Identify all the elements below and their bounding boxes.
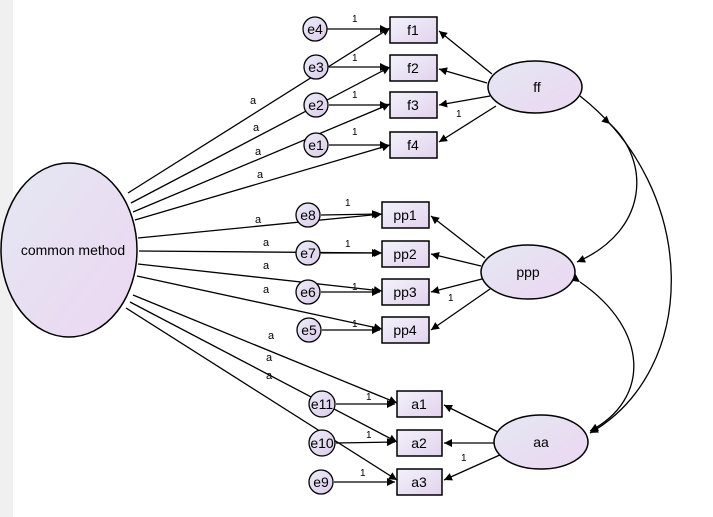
indicator-a1[interactable]: a1 bbox=[396, 390, 443, 418]
error-e5-label: e5 bbox=[301, 322, 317, 338]
error-e8-label: e8 bbox=[300, 207, 316, 223]
error-e8[interactable]: e8 bbox=[295, 202, 321, 228]
fixed-label: 1 bbox=[352, 14, 358, 25]
fixed-label: 1 bbox=[345, 198, 351, 209]
latent-ppp[interactable]: ppp bbox=[480, 244, 576, 300]
indicator-a3-label: a3 bbox=[411, 474, 427, 490]
error-e6[interactable]: e6 bbox=[295, 279, 321, 305]
loading-label: a bbox=[263, 284, 270, 296]
fixed-label: 1 bbox=[360, 468, 366, 479]
loading-label: a bbox=[266, 352, 273, 364]
indicator-a1-label: a1 bbox=[411, 396, 427, 412]
fixed-label: 1 bbox=[366, 392, 372, 403]
error-e10-label: e10 bbox=[310, 435, 334, 451]
fixed-label: 1 bbox=[352, 53, 358, 64]
fixed-label: 1 bbox=[461, 453, 467, 464]
error-e11-label: e11 bbox=[311, 396, 334, 412]
latent-aa[interactable]: aa bbox=[493, 414, 589, 470]
latent-paths bbox=[430, 30, 503, 481]
error-paths bbox=[320, 25, 396, 486]
error-e7-label: e7 bbox=[300, 245, 316, 261]
error-e9[interactable]: e9 bbox=[308, 469, 334, 495]
loading-label: a bbox=[250, 95, 257, 107]
indicator-f3[interactable]: f3 bbox=[389, 91, 438, 119]
indicator-pp3-label: pp3 bbox=[393, 284, 417, 300]
fixed-label: 1 bbox=[366, 430, 372, 441]
fixed-label: 1 bbox=[352, 127, 358, 138]
indicator-f3-label: f3 bbox=[407, 97, 419, 113]
loading-label: a bbox=[255, 146, 262, 158]
error-e9-label: e9 bbox=[313, 474, 329, 490]
latent-ff[interactable]: ff bbox=[487, 60, 583, 114]
fixed-label: 1 bbox=[352, 282, 358, 293]
error-e1-label: e1 bbox=[308, 137, 324, 153]
error-e1[interactable]: e1 bbox=[303, 132, 329, 158]
loading-label: a bbox=[257, 169, 264, 181]
error-e7[interactable]: e7 bbox=[295, 240, 321, 266]
indicator-pp1[interactable]: pp1 bbox=[381, 201, 430, 229]
latent-aa-label: aa bbox=[533, 434, 549, 450]
indicator-f4-label: f4 bbox=[407, 137, 419, 153]
error-e3[interactable]: e3 bbox=[303, 54, 329, 80]
loading-label: a bbox=[255, 214, 262, 226]
indicator-a2[interactable]: a2 bbox=[396, 429, 443, 457]
error-e6-label: e6 bbox=[300, 284, 316, 300]
indicator-f1-label: f1 bbox=[407, 22, 419, 38]
fixed-label: 1 bbox=[352, 90, 358, 101]
method-loading-labels: a a a a a a a a a a a bbox=[250, 95, 275, 382]
fixed-label: 1 bbox=[352, 319, 358, 330]
error-e4-label: e4 bbox=[307, 21, 323, 37]
loading-label: a bbox=[253, 122, 260, 134]
indicator-pp4[interactable]: pp4 bbox=[381, 316, 430, 344]
loading-label: a bbox=[263, 237, 270, 249]
loading-label: a bbox=[266, 370, 273, 382]
error-e2[interactable]: e2 bbox=[303, 92, 329, 118]
indicator-pp3[interactable]: pp3 bbox=[381, 278, 430, 306]
error-e10[interactable]: e10 bbox=[308, 429, 336, 457]
error-e3-label: e3 bbox=[308, 59, 324, 75]
fixed-label: 1 bbox=[448, 293, 454, 304]
indicator-a3[interactable]: a3 bbox=[396, 468, 443, 496]
error-e11[interactable]: e11 bbox=[308, 390, 336, 418]
common-method-node[interactable]: common method bbox=[0, 162, 138, 338]
fixed-label: 1 bbox=[456, 109, 462, 120]
loading-label: a bbox=[263, 260, 270, 272]
loading-label: a bbox=[268, 330, 275, 342]
indicator-f2-label: f2 bbox=[407, 60, 419, 76]
indicator-pp2[interactable]: pp2 bbox=[381, 240, 430, 268]
indicator-pp4-label: pp4 bbox=[393, 322, 417, 338]
fixed-loading-labels: 1 1 1 1 1 1 1 1 1 1 1 1 1 1 bbox=[345, 14, 467, 479]
error-e5[interactable]: e5 bbox=[296, 317, 322, 343]
method-paths bbox=[125, 27, 398, 481]
indicator-f4[interactable]: f4 bbox=[389, 131, 438, 159]
indicator-f2[interactable]: f2 bbox=[389, 54, 438, 82]
indicator-f1[interactable]: f1 bbox=[389, 16, 438, 44]
latent-ff-label: ff bbox=[533, 79, 541, 95]
error-e2-label: e2 bbox=[308, 97, 324, 113]
indicator-a2-label: a2 bbox=[411, 435, 427, 451]
error-e4[interactable]: e4 bbox=[302, 16, 328, 42]
fixed-label: 1 bbox=[345, 239, 351, 250]
latent-ppp-label: ppp bbox=[516, 264, 540, 280]
common-method-label: common method bbox=[21, 242, 125, 258]
indicator-pp2-label: pp2 bbox=[393, 246, 417, 262]
indicator-pp1-label: pp1 bbox=[393, 207, 417, 223]
covariance-paths bbox=[571, 87, 672, 434]
